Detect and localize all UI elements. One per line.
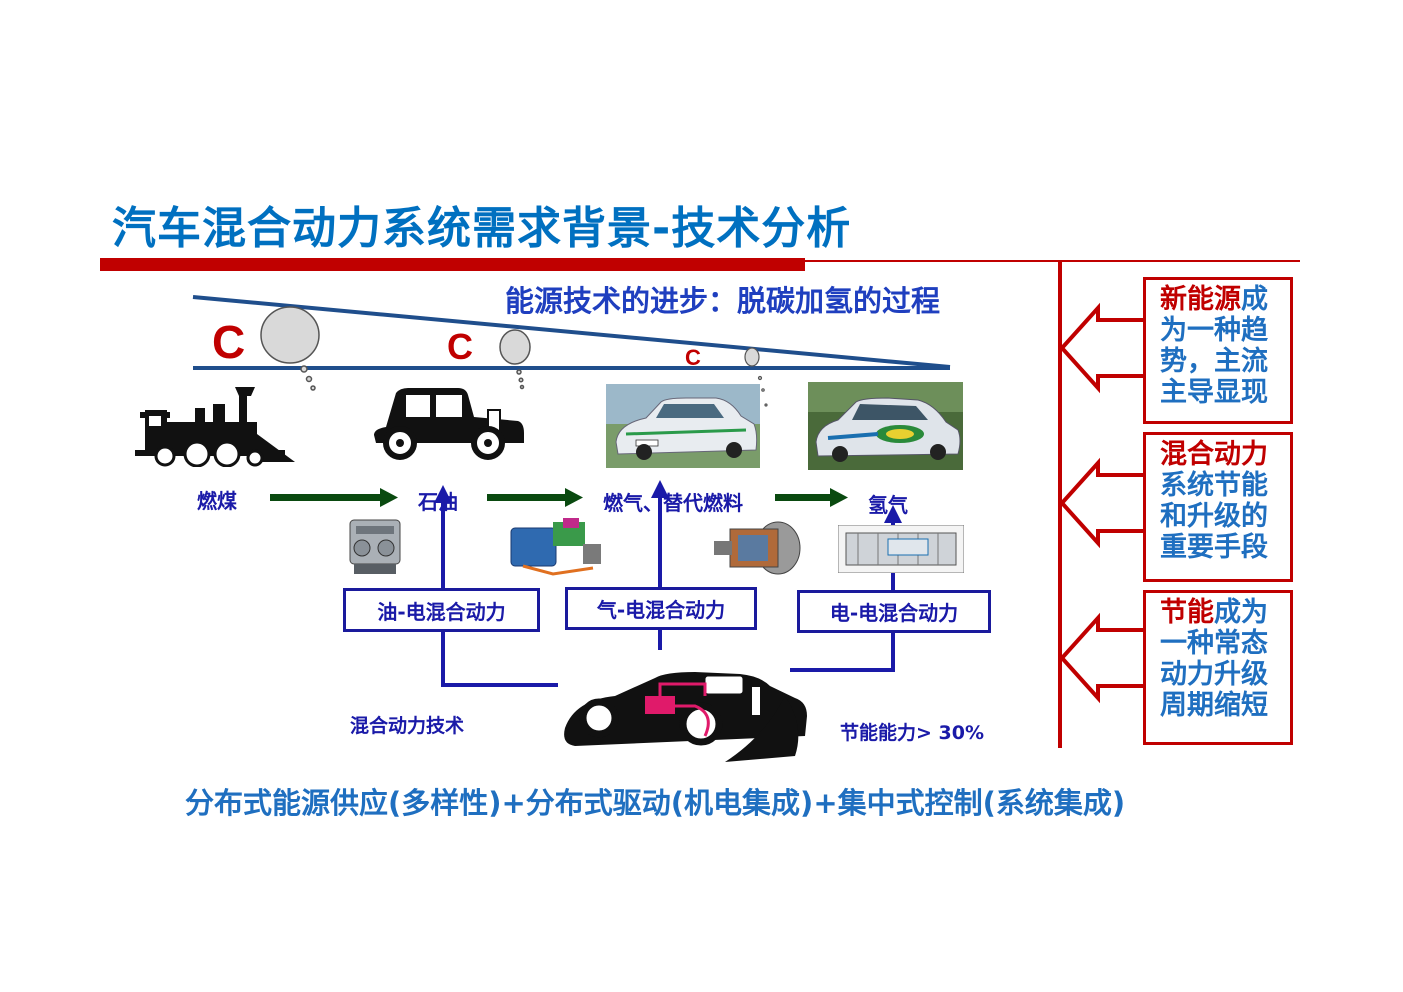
hybrid-drivetrain-image bbox=[503, 510, 608, 580]
smoke-cloud-medium bbox=[499, 329, 531, 390]
fuel-label-hydrogen: 氢气 bbox=[868, 493, 908, 517]
trend-box-keyword: 节能 bbox=[1160, 597, 1214, 628]
carbon-letter-large: C bbox=[212, 316, 246, 368]
hydrogen-car-photo bbox=[808, 382, 963, 470]
smoke-cloud-small bbox=[744, 347, 768, 407]
carbon-letter-small: C bbox=[685, 345, 701, 370]
gas-car-photo bbox=[606, 384, 760, 468]
trend-box-new-energy: 新能源成为一种趋势，主流主导显现 bbox=[1143, 277, 1293, 424]
title-underline bbox=[100, 258, 805, 271]
trend-box-energy-saving: 节能成为一种常态动力升级周期缩短 bbox=[1143, 590, 1293, 745]
fuel-cell-image bbox=[838, 525, 964, 573]
carbon-top-line bbox=[192, 295, 951, 369]
smoke-cloud-large bbox=[260, 306, 320, 391]
fuel-label-coal: 燃煤 bbox=[197, 489, 237, 513]
carbon-letter-medium: C bbox=[447, 326, 473, 367]
fuel-label-gas: 燃气、替代燃料 bbox=[603, 491, 743, 515]
gas-electric-hybrid-box: 气-电混合动力 bbox=[565, 587, 757, 630]
trend-box-text: 成为一种趋势，主流主导显现 bbox=[1160, 284, 1268, 408]
trend-box-keyword: 混合动力 bbox=[1160, 439, 1268, 470]
trend-box-text: 系统节能和升级的重要手段 bbox=[1160, 470, 1268, 563]
motor-cutaway-image bbox=[708, 515, 804, 581]
fuel-arrows bbox=[270, 488, 848, 507]
hybrid-car-icon bbox=[564, 672, 807, 762]
page-title: 汽车混合动力系统需求背景-技术分析 bbox=[112, 203, 852, 254]
trend-box-text: 成为一种常态动力升级周期缩短 bbox=[1160, 597, 1268, 721]
vintage-car-icon bbox=[374, 388, 524, 460]
engine-image bbox=[340, 512, 410, 580]
trend-box-hybrid: 混合动力系统节能和升级的重要手段 bbox=[1143, 432, 1293, 582]
oil-electric-hybrid-box: 油-电混合动力 bbox=[343, 588, 540, 632]
energy-saving-label: 节能能力> 30% bbox=[840, 722, 985, 744]
fuel-label-oil: 石油 bbox=[418, 490, 458, 514]
red-outline-arrows bbox=[1059, 302, 1147, 704]
hybrid-tech-label: 混合动力技术 bbox=[350, 715, 465, 737]
electric-electric-hybrid-box: 电-电混合动力 bbox=[797, 590, 991, 633]
trend-box-keyword: 新能源 bbox=[1160, 284, 1241, 315]
bottom-summary: 分布式能源供应(多样性)+分布式驱动(机电集成)+集中式控制(系统集成) bbox=[185, 786, 1126, 820]
steam-locomotive-icon bbox=[135, 387, 295, 467]
subtitle: 能源技术的进步：脱碳加氢的过程 bbox=[505, 284, 941, 318]
